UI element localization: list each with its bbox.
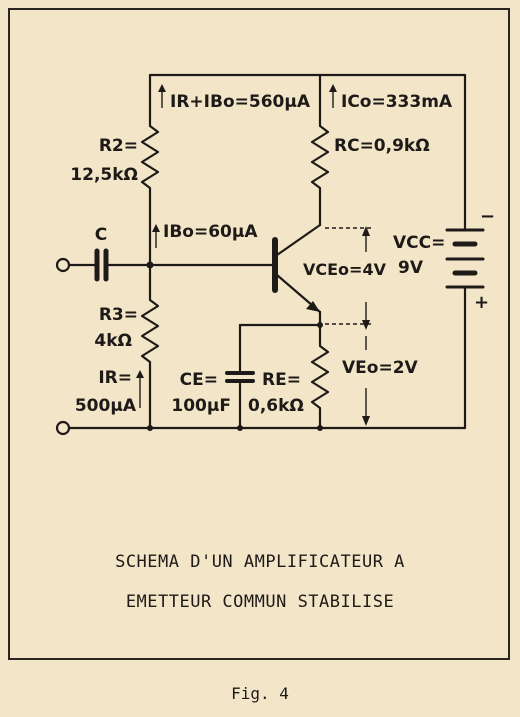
emitter-arrow [306, 301, 320, 312]
battery-symbol [445, 228, 485, 289]
current-arrow-ir [136, 370, 144, 408]
label-ico: ICo=333mA [341, 92, 453, 112]
resistor-r2 [140, 116, 160, 198]
current-arrow-ir-ibo [158, 84, 166, 108]
label-rc: RC=0,9kΩ [334, 136, 430, 156]
label-re-value: 0,6kΩ [248, 396, 304, 416]
resistor-rc [310, 118, 330, 197]
label-ir-ibo: IR+IBo=560µA [170, 92, 311, 112]
junction-dot-bottom [147, 425, 153, 431]
label-vcc-name: VCC= [393, 233, 445, 253]
label-r3-name: R3= [99, 305, 138, 325]
transistor-npn [272, 223, 322, 314]
label-veo: VEo=2V [342, 358, 419, 378]
caption-line-1: SCHEMA D'UN AMPLIFICATEUR A [115, 552, 405, 572]
junction-dot-emitter [317, 322, 323, 328]
label-ce-name: CE= [180, 370, 218, 390]
label-ibo: IBo=60µA [163, 222, 258, 242]
current-arrow-ico [329, 84, 337, 108]
label-re-name: RE= [262, 370, 301, 390]
label-ir-name: IR= [98, 368, 132, 388]
junction-dot-ce-bottom [237, 425, 243, 431]
resistor-re [310, 338, 330, 430]
label-battery-plus: + [474, 292, 489, 313]
label-vceo: VCEo=4V [303, 260, 387, 279]
label-r3-value: 4kΩ [94, 331, 132, 351]
junction-dot-re-bottom [317, 425, 323, 431]
label-r2-name: R2= [99, 136, 138, 156]
figure-frame [8, 8, 510, 660]
veo-dimension [325, 302, 372, 426]
resistor-r3 [140, 292, 160, 372]
label-vcc-value: 9V [398, 258, 424, 278]
label-ir-value: 500µA [75, 396, 137, 416]
label-r2-value: 12,5kΩ [70, 165, 138, 185]
label-battery-minus: − [480, 206, 495, 227]
label-ce-value: 100µF [171, 396, 231, 416]
figure-label: Fig. 4 [231, 684, 289, 703]
capacitor-c [94, 248, 109, 282]
capacitor-ce [225, 371, 255, 383]
current-arrow-ibo [152, 224, 160, 248]
caption-line-2: EMETTEUR COMMUN STABILISE [125, 592, 395, 612]
label-c: C [95, 225, 107, 245]
output-terminal-bottom [55, 420, 71, 436]
input-terminal [55, 257, 71, 273]
vceo-dimension [325, 226, 372, 252]
